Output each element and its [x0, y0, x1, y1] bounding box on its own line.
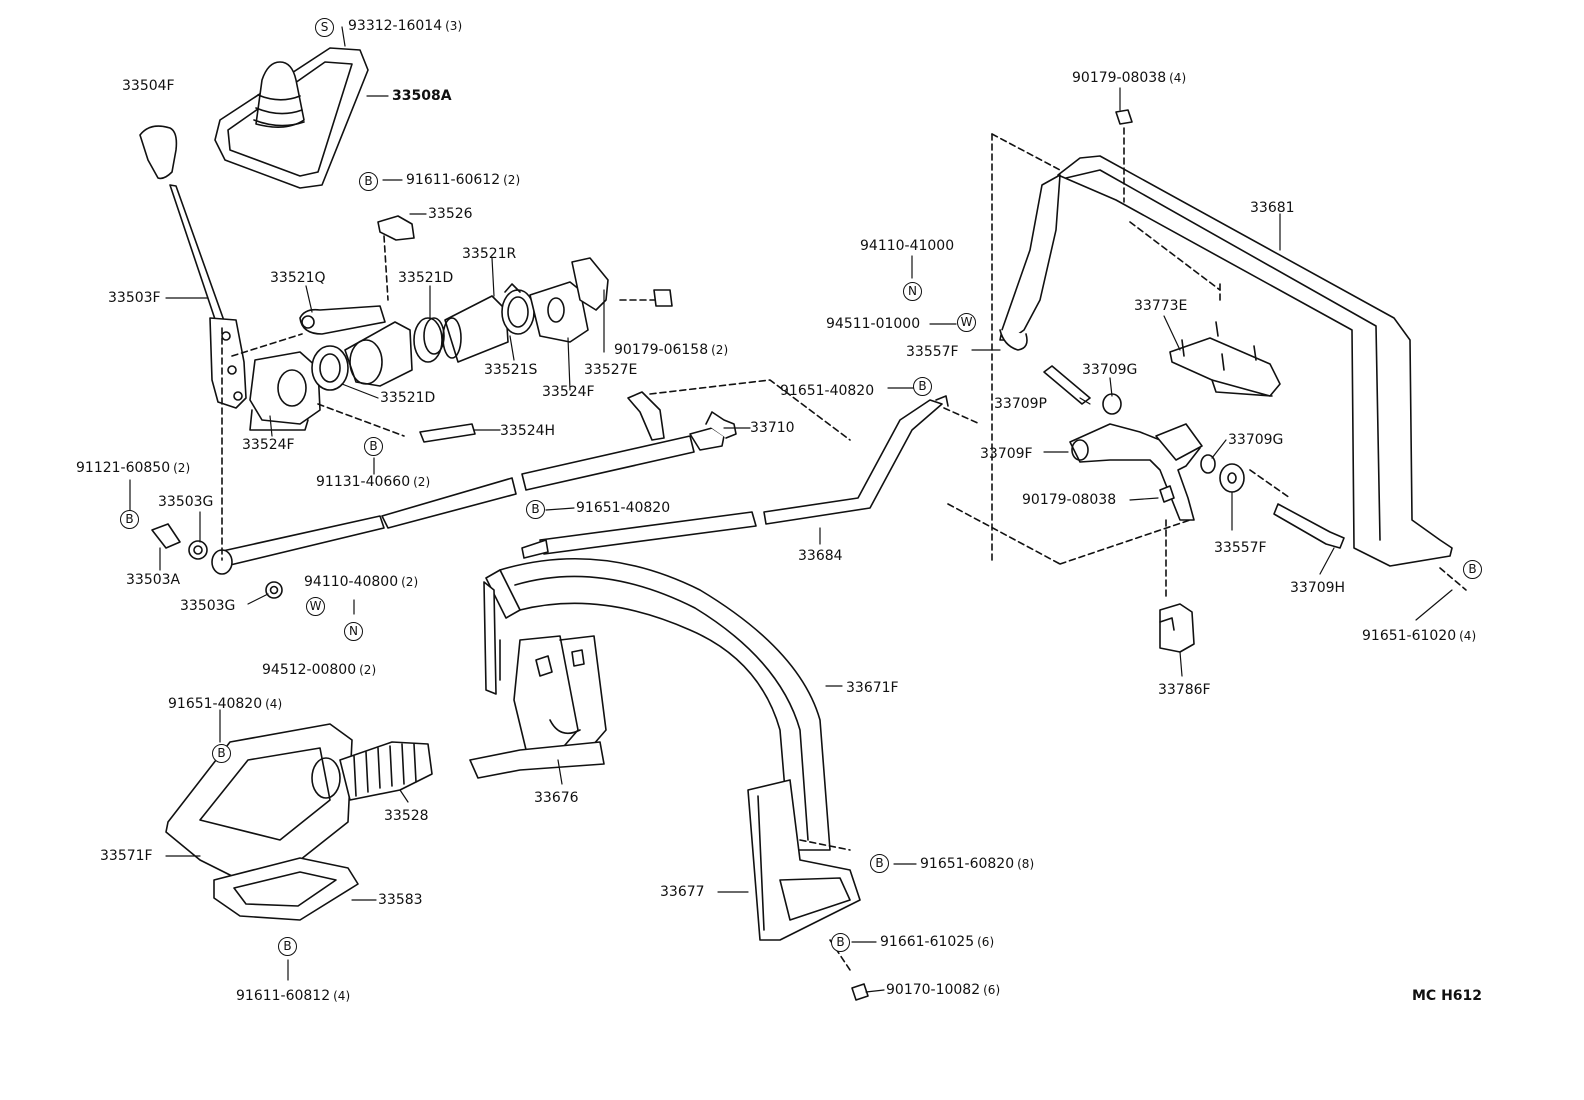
symbol-n-badge: N	[903, 282, 922, 301]
part-label-33681: 33681	[1250, 200, 1295, 216]
part-label-91121-60850: 91121-60850(2)	[76, 460, 191, 476]
control-rod-drawing	[521, 395, 981, 559]
part-label-91611-60612: 91611-60612(2)	[406, 172, 521, 188]
symbol-b-badge: B	[913, 377, 932, 396]
part-label-33503G: 33503G	[158, 494, 214, 510]
part-label-94110-41000: 94110-41000	[860, 238, 955, 254]
symbol-s-badge: S	[315, 18, 334, 37]
part-label-33709G: 33709G	[1082, 362, 1138, 378]
part-label-33521R: 33521R	[462, 246, 517, 262]
symbol-n-badge: N	[344, 622, 363, 641]
lever-33709F-drawing	[947, 365, 1345, 601]
part-label-33709G: 33709G	[1228, 432, 1284, 448]
part-label-91611-60812: 91611-60812(4)	[236, 988, 351, 1004]
part-label-33521D: 33521D	[398, 270, 454, 286]
part-label-94512-00800: 94512-00800(2)	[262, 662, 377, 678]
diagram-code: MC H612	[1412, 988, 1483, 1004]
bracket-33773E-drawing	[1169, 321, 1281, 397]
part-label-33671F: 33671F	[846, 680, 899, 696]
part-label-90179-08038: 90179-08038	[1022, 492, 1117, 508]
shift-tower-drawing	[165, 723, 433, 921]
part-label-33710: 33710	[750, 420, 795, 436]
part-label-33676: 33676	[534, 790, 579, 806]
part-label-91661-61025: 91661-61025(6)	[880, 934, 995, 950]
part-label-33709P: 33709P	[994, 396, 1047, 412]
symbol-b-badge: B	[1463, 560, 1482, 579]
part-label-33709F: 33709F	[980, 446, 1033, 462]
part-label-33508A: 33508A	[392, 88, 452, 104]
part-label-33521Q: 33521Q	[270, 270, 326, 286]
bracket-33677-drawing	[747, 779, 869, 1001]
lever-housing-drawing	[231, 215, 673, 437]
part-label-94511-01000: 94511-01000	[826, 316, 921, 332]
part-label-33524F: 33524F	[542, 384, 595, 400]
part-label-33526: 33526	[428, 206, 473, 222]
symbol-b-badge: B	[359, 172, 378, 191]
crossmember-drawing	[469, 558, 831, 851]
part-label-91651-40820: 91651-40820(4)	[168, 696, 283, 712]
bushings-drawing	[151, 327, 283, 599]
part-label-90179-06158: 90179-06158(2)	[614, 342, 729, 358]
part-label-33571F: 33571F	[100, 848, 153, 864]
part-label-33521S: 33521S	[484, 362, 538, 378]
part-label-33524F: 33524F	[242, 437, 295, 453]
symbol-b-badge: B	[212, 744, 231, 763]
part-label-91651-60820: 91651-60820(8)	[920, 856, 1035, 872]
part-label-33557F: 33557F	[1214, 540, 1267, 556]
part-label-33503A: 33503A	[126, 572, 181, 588]
part-label-33503G: 33503G	[180, 598, 236, 614]
part-label-91651-40820: 91651-40820	[780, 383, 875, 399]
leader-lines	[129, 26, 1453, 993]
part-label-33521D: 33521D	[380, 390, 436, 406]
part-label-90170-10082: 90170-10082(6)	[886, 982, 1001, 998]
part-label-33773E: 33773E	[1134, 298, 1188, 314]
symbol-b-badge: B	[120, 510, 139, 529]
shift-knob-drawing	[139, 125, 178, 180]
part-label-91651-40820: 91651-40820	[576, 500, 671, 516]
shift-lever-drawing	[169, 184, 247, 409]
part-label-93312-16014: 93312-16014(3)	[348, 18, 463, 34]
block-33786F-drawing	[1159, 603, 1195, 653]
frame-33681-drawing	[991, 109, 1467, 591]
part-label-91651-61020: 91651-61020(4)	[1362, 628, 1477, 644]
part-label-33503F: 33503F	[108, 290, 161, 306]
shift-boot-drawing	[214, 47, 369, 189]
part-label-33677: 33677	[660, 884, 705, 900]
symbol-b-badge: B	[526, 500, 545, 519]
symbol-b-badge: B	[278, 937, 297, 956]
symbol-b-badge: B	[364, 437, 383, 456]
part-label-33524H: 33524H	[500, 423, 556, 439]
symbol-w-badge: W	[957, 313, 976, 332]
symbol-b-badge: B	[831, 933, 850, 952]
part-label-33583: 33583	[378, 892, 423, 908]
part-label-94110-40800: 94110-40800(2)	[304, 574, 419, 590]
part-label-33528: 33528	[384, 808, 429, 824]
part-label-33557F: 33557F	[906, 344, 959, 360]
part-label-33527E: 33527E	[584, 362, 638, 378]
part-label-90179-08038: 90179-08038(4)	[1072, 70, 1187, 86]
part-label-33786F: 33786F	[1158, 682, 1211, 698]
symbol-w-badge: W	[306, 597, 325, 616]
part-label-91131-40660: 91131-40660(2)	[316, 474, 431, 490]
part-label-33504F: 33504F	[122, 78, 175, 94]
shift-rod-drawing	[211, 379, 851, 575]
part-label-33709H: 33709H	[1290, 580, 1346, 596]
symbol-b-badge: B	[870, 854, 889, 873]
part-label-33684: 33684	[798, 548, 843, 564]
